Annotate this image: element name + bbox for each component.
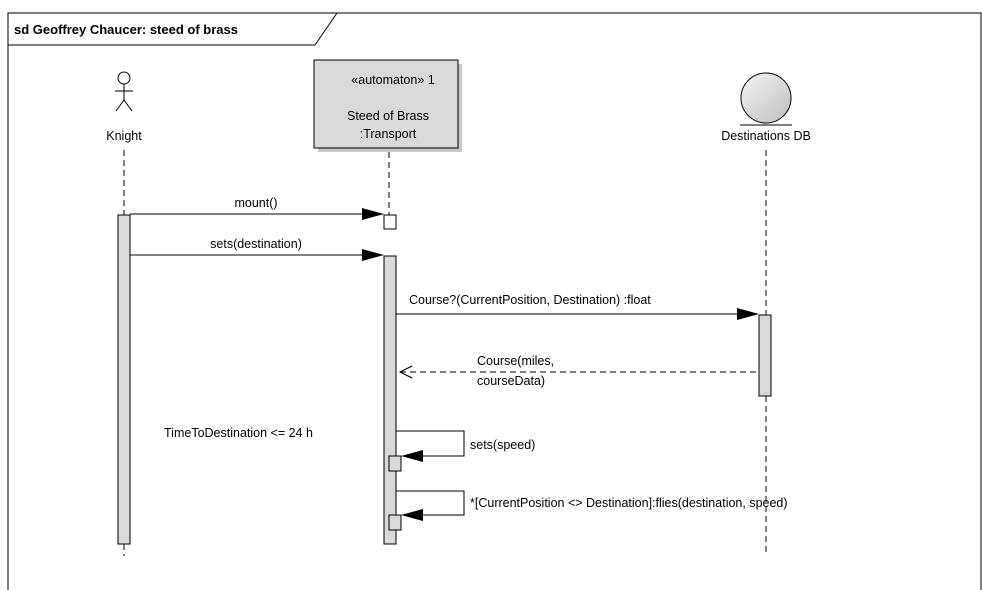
message-flies-label: *[CurrentPosition <> Destination]:flies(…	[470, 496, 788, 510]
participant-steed[interactable]: «automaton» 1 Steed of Brass :Transport	[313, 59, 462, 152]
participant-steed-type: :Transport	[360, 127, 417, 141]
message-course-return[interactable]: Course(miles, courseData)	[398, 354, 759, 388]
message-course-call-label: Course?(CurrentPosition, Destination) :f…	[409, 293, 651, 307]
message-course-call[interactable]: Course?(CurrentPosition, Destination) :f…	[396, 293, 759, 320]
message-mount-label: mount()	[234, 196, 277, 210]
arrowhead-icon	[362, 208, 384, 220]
message-flies-line	[396, 490, 465, 516]
message-mount[interactable]: mount()	[130, 196, 384, 220]
arrowhead-icon	[362, 249, 384, 261]
message-sets-destination-label: sets(destination)	[210, 237, 302, 251]
participant-knight-label: Knight	[106, 129, 142, 143]
participant-knight[interactable]: Knight	[106, 71, 142, 143]
arrowhead-icon	[401, 450, 423, 462]
activations	[117, 214, 772, 545]
activation-steed-flies	[388, 514, 402, 531]
arrowhead-icon	[737, 308, 759, 320]
activation-knight	[117, 214, 131, 545]
message-sets-speed-line	[396, 430, 465, 457]
message-sets-speed-label: sets(speed)	[470, 438, 535, 452]
diagram-frame: sd Geoffrey Chaucer: steed of brass	[7, 12, 982, 590]
participant-steed-name: Steed of Brass	[347, 109, 429, 123]
activation-steed-main	[383, 255, 397, 545]
activation-steed-mount	[383, 214, 397, 230]
message-sets-destination[interactable]: sets(destination)	[130, 237, 384, 261]
frame-tab	[7, 12, 338, 46]
message-course-return-label-line1: Course(miles,	[477, 354, 554, 368]
arrowhead-icon	[401, 509, 423, 521]
participant-steed-stereotype: «automaton» 1	[351, 73, 434, 87]
message-course-return-label-line2: courseData)	[477, 374, 545, 388]
entity-icon	[740, 72, 792, 124]
constraint-note: TimeToDestination <= 24 h	[164, 426, 313, 440]
activation-db	[758, 314, 772, 397]
frame-border	[7, 12, 982, 590]
frame-title: sd Geoffrey Chaucer: steed of brass	[14, 22, 238, 37]
open-arrowhead-icon	[398, 365, 413, 379]
participant-destinations-db[interactable]: Destinations DB	[721, 72, 811, 143]
message-sets-speed[interactable]: sets(speed)	[396, 430, 535, 462]
actor-icon	[115, 71, 133, 112]
activation-steed-setspeed	[388, 455, 402, 472]
participant-steed-box	[313, 59, 459, 149]
lifelines	[123, 150, 767, 556]
message-flies[interactable]: *[CurrentPosition <> Destination]:flies(…	[396, 490, 788, 521]
participant-db-label: Destinations DB	[721, 129, 811, 143]
